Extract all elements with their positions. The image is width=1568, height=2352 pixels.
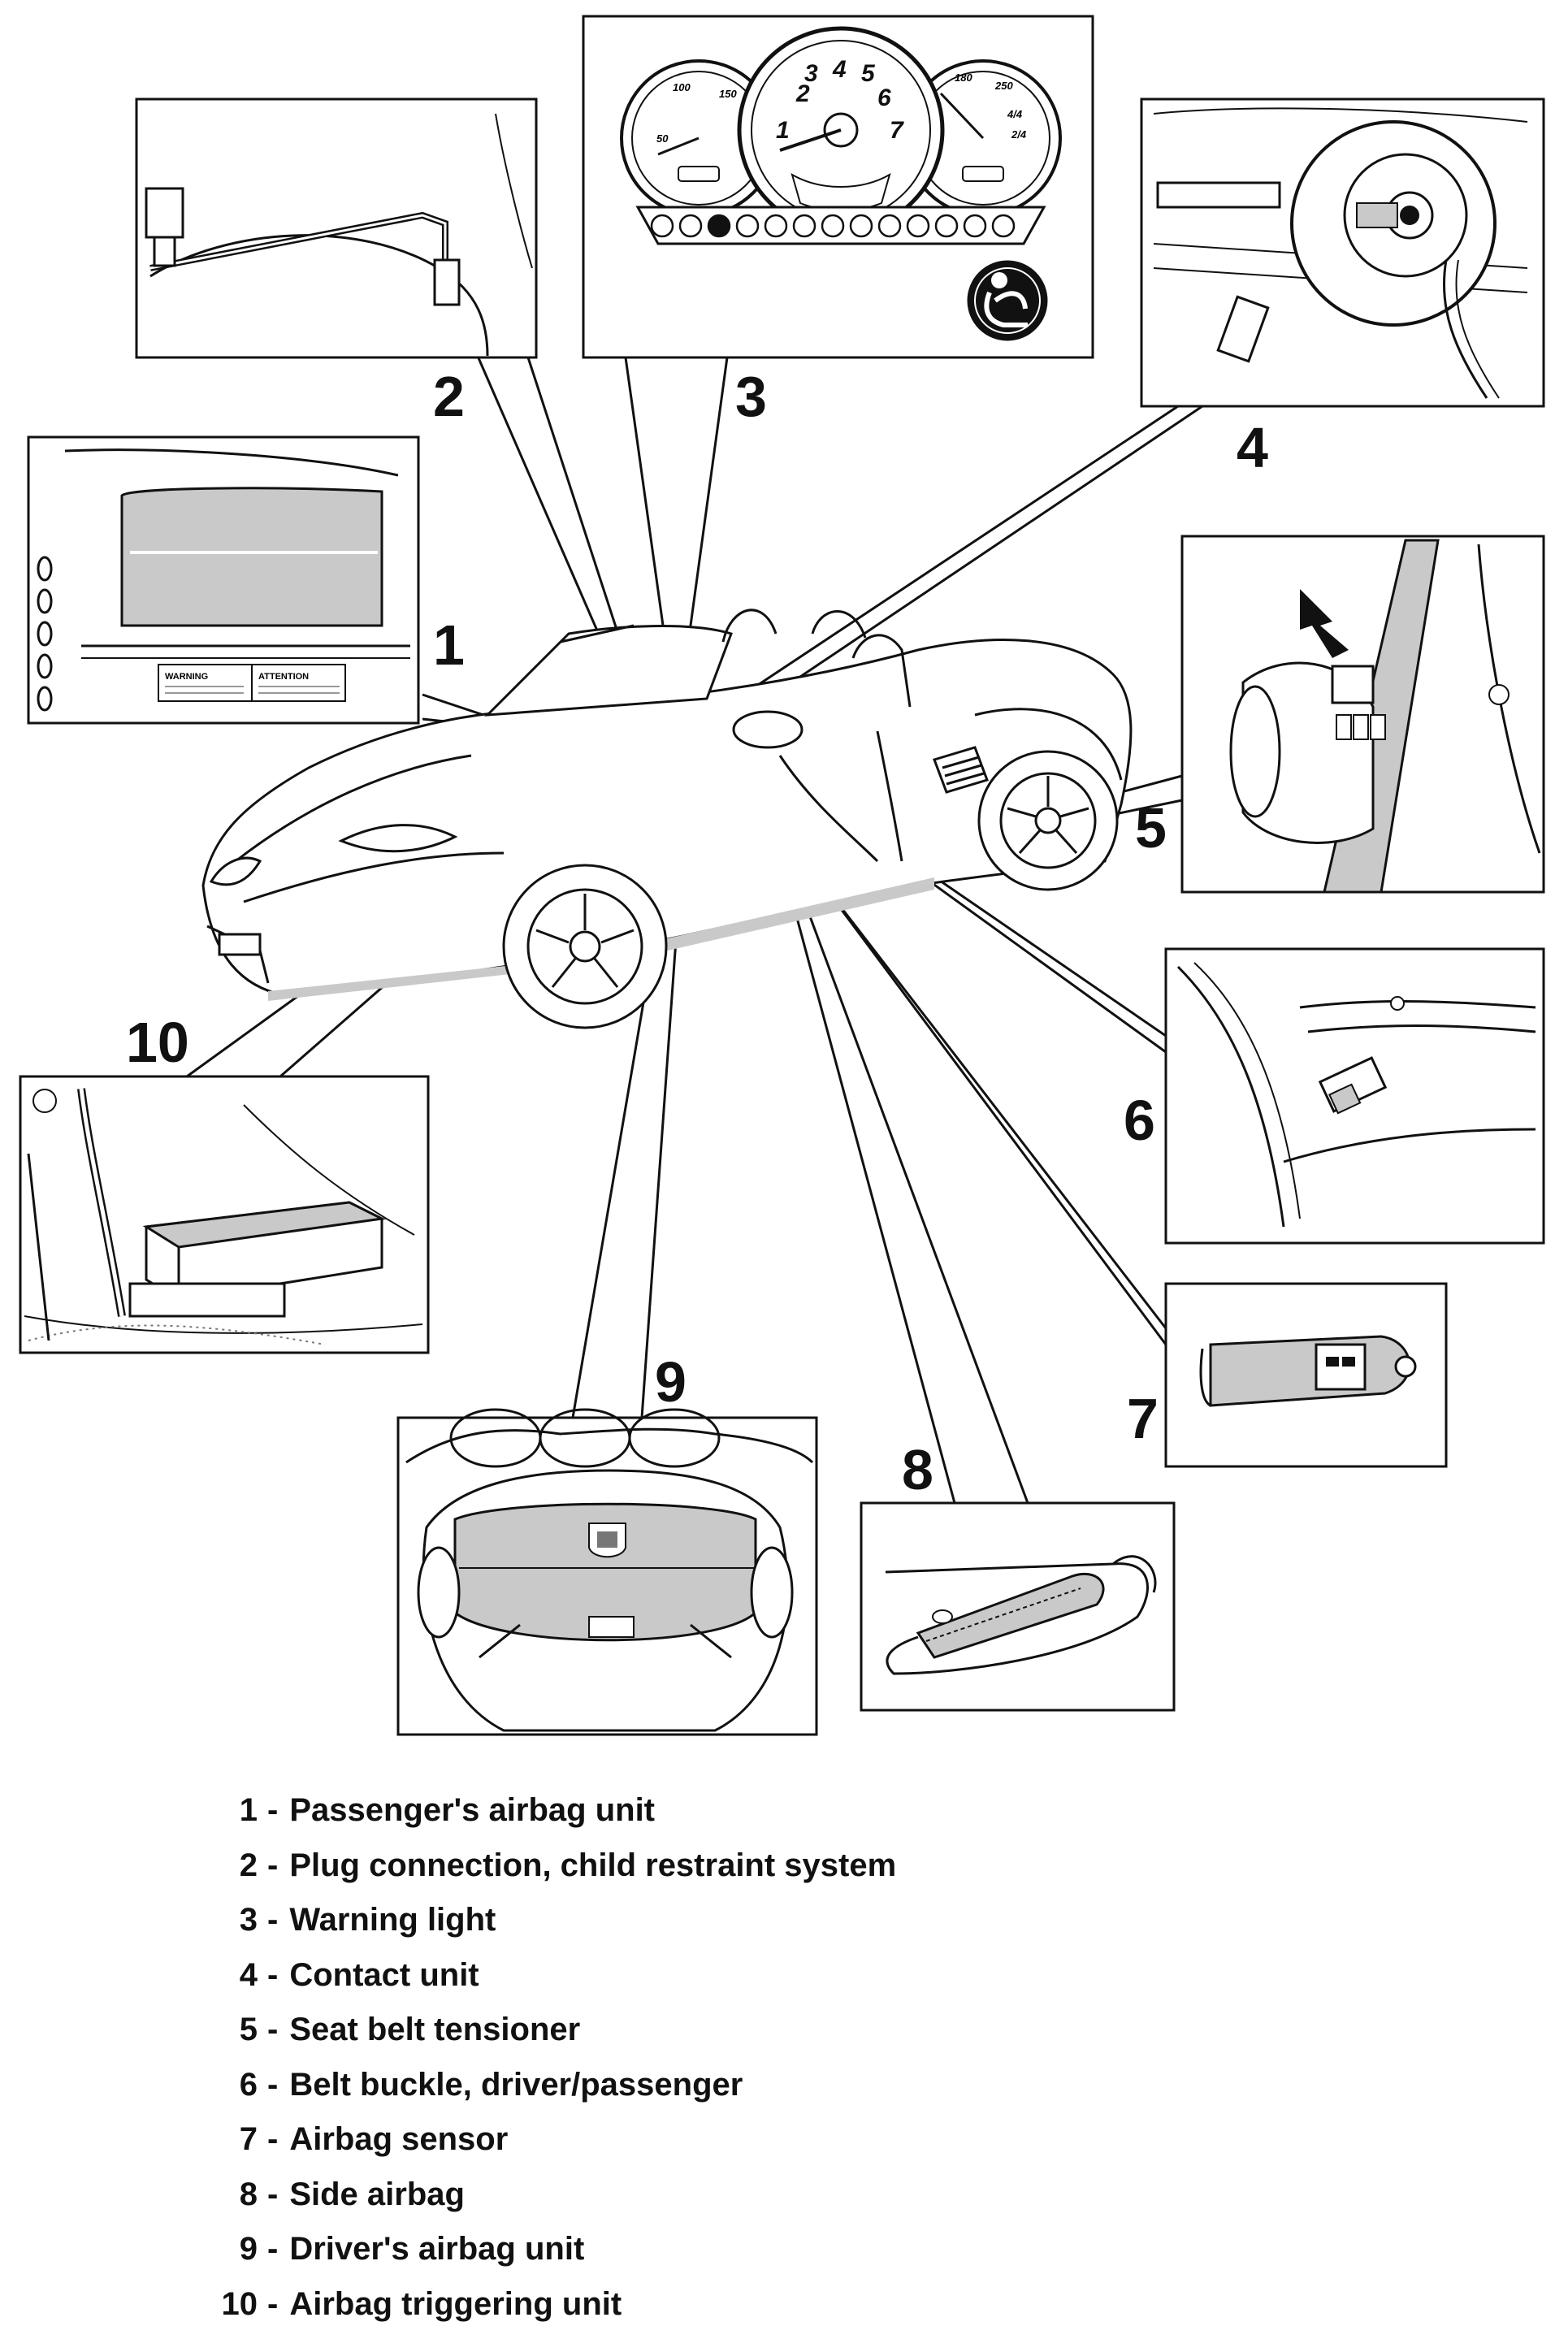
legend-item: 3-Warning light — [207, 1901, 1345, 1956]
gauge-label-50: 50 — [656, 132, 669, 145]
gauge-label-2-4: 2/4 — [1011, 128, 1027, 141]
airbag-warning-light-icon — [967, 260, 1048, 341]
legend-text: Side airbag — [289, 2176, 465, 2212]
callout-9: 9 — [655, 1350, 687, 1414]
callout-8: 8 — [902, 1438, 933, 1501]
rev-label-6: 6 — [877, 84, 891, 111]
legend-item: 1-Passenger's airbag unit — [207, 1791, 1345, 1847]
legend-text: Contact unit — [289, 1956, 479, 1993]
callout-6: 6 — [1124, 1089, 1155, 1152]
rev-label-3: 3 — [804, 60, 818, 87]
legend-number: 9 — [239, 2231, 258, 2267]
warning-label: WARNING — [165, 672, 208, 682]
panel-belt-buckle — [1164, 947, 1545, 1245]
legend-number: 10 — [221, 2285, 258, 2322]
rev-label-5: 5 — [861, 60, 876, 87]
legend-number: 1 — [239, 1792, 258, 1828]
panel-warning-light-cluster: 100 150 50 180 250 4/4 2/4 1 2 3 4 5 6 7 — [582, 15, 1094, 359]
legend-text: Warning light — [289, 1902, 496, 1938]
gauge-label-150: 150 — [719, 88, 737, 100]
gauge-label-250: 250 — [994, 80, 1013, 92]
legend-number: 5 — [239, 2012, 258, 2047]
leader-lines — [186, 340, 1203, 1504]
callout-2: 2 — [433, 365, 465, 428]
legend-text: Belt buckle, driver/passenger — [289, 2066, 743, 2103]
callout-4: 4 — [1237, 416, 1268, 479]
gauge-label-180: 180 — [955, 71, 972, 84]
callout-3: 3 — [735, 365, 767, 428]
legend-text: Driver's airbag unit — [289, 2231, 585, 2267]
gauge-label-100: 100 — [673, 81, 691, 93]
callout-1: 1 — [433, 613, 465, 677]
panel-passenger-airbag: WARNING ATTENTION — [27, 435, 420, 725]
legend: 1-Passenger's airbag unit 2-Plug connect… — [207, 1791, 1345, 2340]
panel-seat-belt-tensioner — [1180, 535, 1545, 894]
callout-7: 7 — [1127, 1387, 1159, 1450]
rev-label-2: 2 — [795, 80, 810, 107]
legend-item: 6-Belt buckle, driver/passenger — [207, 2066, 1345, 2121]
panel-airbag-sensor — [1164, 1282, 1448, 1468]
legend-item: 9-Driver's airbag unit — [207, 2230, 1345, 2285]
legend-text: Airbag sensor — [289, 2121, 509, 2157]
panel-side-airbag — [860, 1501, 1176, 1712]
legend-item: 7-Airbag sensor — [207, 2120, 1345, 2176]
legend-number: 2 — [239, 1847, 258, 1883]
rev-label-4: 4 — [832, 56, 847, 83]
panel-child-restraint-plug — [135, 97, 538, 359]
callout-10: 10 — [126, 1011, 189, 1074]
legend-text: Plug connection, child restraint system — [289, 1847, 897, 1883]
callout-5: 5 — [1135, 796, 1167, 860]
panel-driver-airbag — [396, 1408, 818, 1736]
legend-item: 5-Seat belt tensioner — [207, 2011, 1345, 2066]
legend-text: Passenger's airbag unit — [289, 1792, 655, 1828]
rev-label-7: 7 — [890, 117, 904, 144]
legend-number: 4 — [239, 1956, 258, 1993]
panel-airbag-triggering-unit — [19, 1075, 430, 1354]
legend-item: 4-Contact unit — [207, 1956, 1345, 2012]
car-illustration — [201, 609, 1133, 1029]
legend-number: 6 — [239, 2066, 258, 2103]
legend-item: 2-Plug connection, child restraint syste… — [207, 1847, 1345, 1902]
legend-number: 7 — [239, 2121, 258, 2157]
panel-contact-unit — [1140, 97, 1545, 408]
attention-label: ATTENTION — [258, 672, 309, 682]
legend-text: Seat belt tensioner — [289, 2012, 581, 2047]
rev-label-1: 1 — [776, 117, 790, 144]
legend-text: Airbag triggering unit — [289, 2285, 622, 2322]
gauge-label-4-4: 4/4 — [1007, 108, 1023, 120]
legend-number: 3 — [239, 1902, 258, 1938]
legend-item: 10-Airbag triggering unit — [207, 2285, 1345, 2341]
legend-item: 8-Side airbag — [207, 2176, 1345, 2231]
legend-number: 8 — [239, 2176, 258, 2212]
